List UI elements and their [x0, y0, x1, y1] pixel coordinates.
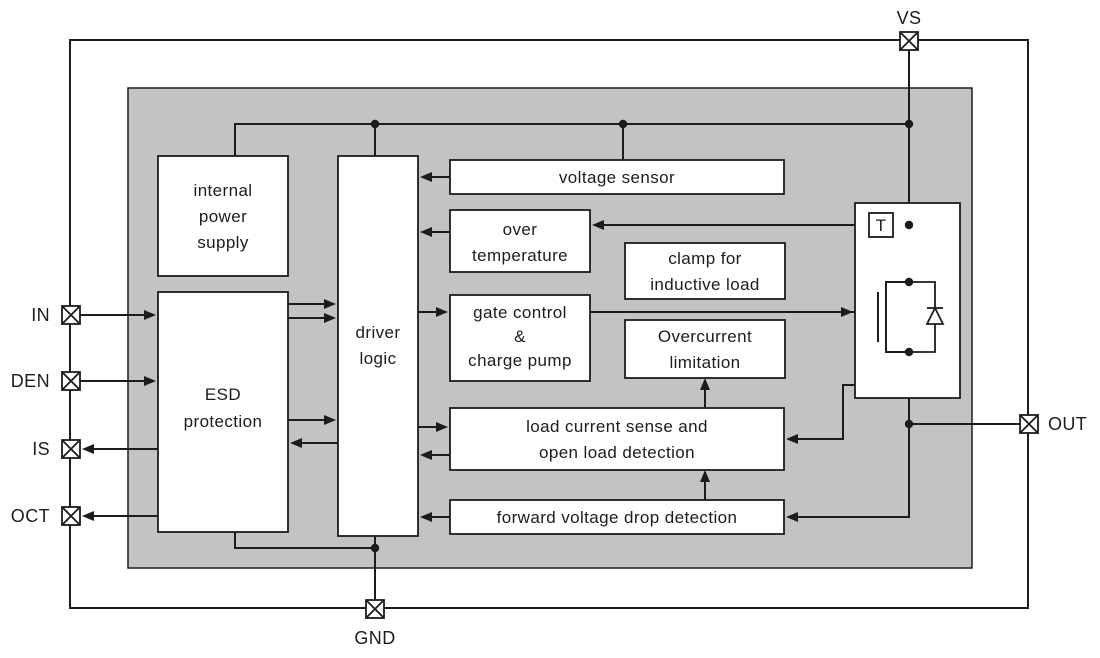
arrow-fvd-to-sense: [700, 470, 710, 482]
arrow-voltage-sensor-to-driver: [420, 172, 432, 182]
block-label: Overcurrent: [658, 327, 752, 346]
block-load-current-sense: load current sense and open load detecti…: [449, 407, 785, 471]
block-label: supply: [197, 233, 249, 252]
oct-pin-label: OCT: [11, 506, 50, 526]
block-label: internal: [194, 181, 253, 200]
pin-vs: VS: [897, 8, 922, 51]
block-label: inductive load: [650, 275, 760, 294]
arrow-driver-to-sense: [436, 422, 448, 432]
block-overcurrent-limitation: Overcurrent limitation: [624, 319, 786, 379]
is-pin-label: IS: [32, 439, 50, 459]
gnd-pin-icon: [365, 599, 385, 619]
arrow-fvd-to-driver: [420, 512, 432, 522]
block-gate-control-charge-pump: gate control & charge pump: [449, 294, 591, 382]
arrow-out-to-fvd: [786, 512, 798, 522]
pin-den: DEN: [11, 371, 81, 391]
arrow-gatecontrol-to-mosfet: [841, 307, 853, 317]
pin-is: IS: [32, 439, 81, 459]
arrow-sense-to-driver: [420, 450, 432, 460]
arrow-mosfet-to-sense: [786, 434, 798, 444]
arrow-esd-to-driver-3: [324, 415, 336, 425]
block-label: driver: [356, 323, 401, 342]
block-label: clamp for: [668, 249, 742, 268]
pin-oct: OCT: [11, 506, 81, 526]
block-driver-logic: driver logic: [337, 155, 419, 537]
pin-out: OUT: [1019, 414, 1087, 434]
den-pin-icon: [61, 371, 81, 391]
temp-sensor-box: T: [868, 212, 894, 238]
arrow-sense-to-overcurrent: [700, 378, 710, 390]
arrow-esd-to-driver-2: [324, 313, 336, 323]
block-label: protection: [184, 412, 263, 431]
in-pin-icon: [61, 305, 81, 325]
signal-arrows: [82, 172, 853, 522]
arrow-esd-to-driver-1: [324, 299, 336, 309]
den-pin-label: DEN: [11, 371, 50, 391]
arrow-esd-to-is: [82, 444, 94, 454]
block-label: ESD: [205, 385, 241, 404]
arrow-den-to-esd: [144, 376, 156, 386]
block-label: temperature: [472, 246, 568, 265]
oct-pin-icon: [61, 506, 81, 526]
out-pin-label: OUT: [1048, 414, 1087, 434]
is-pin-icon: [61, 439, 81, 459]
arrow-driver-to-esd: [290, 438, 302, 448]
block-forward-voltage-drop: forward voltage drop detection: [449, 499, 785, 535]
block-label: over: [503, 220, 538, 239]
block-label: forward voltage drop detection: [497, 508, 738, 527]
arrow-esd-to-oct: [82, 511, 94, 521]
block-label: load current sense and: [526, 417, 708, 436]
gnd-pin-label: GND: [354, 628, 395, 648]
block-label: &: [514, 327, 526, 346]
block-internal-power-supply: internal power supply: [157, 155, 289, 277]
block-label: voltage sensor: [559, 168, 675, 187]
in-pin-label: IN: [31, 305, 50, 325]
block-clamp-inductive-load: clamp for inductive load: [624, 242, 786, 300]
block-esd-protection: ESD protection: [157, 291, 289, 533]
vs-pin-label: VS: [897, 8, 922, 28]
vs-pin-icon: [899, 31, 919, 51]
block-label: limitation: [669, 353, 740, 372]
pin-in: IN: [31, 305, 81, 325]
arrow-temp-to-overtemperature: [592, 220, 604, 230]
pin-gnd: GND: [354, 599, 395, 648]
block-label: charge pump: [468, 351, 572, 370]
arrow-driver-to-gatecontrol: [436, 307, 448, 317]
temp-sensor-label: T: [876, 216, 887, 235]
mosfet-symbol-icon: [877, 281, 909, 353]
arrow-overtemp-to-driver: [420, 227, 432, 237]
block-over-temperature: over temperature: [449, 209, 591, 273]
body-diode-icon: [909, 281, 945, 353]
block-label: power: [199, 207, 247, 226]
power-mosfet: T: [854, 202, 961, 399]
arrow-in-to-esd: [144, 310, 156, 320]
block-label: open load detection: [539, 443, 695, 462]
block-voltage-sensor: voltage sensor: [449, 159, 785, 195]
junction-dots: [370, 119, 914, 553]
block-label: gate control: [473, 303, 567, 322]
out-pin-icon: [1019, 414, 1039, 434]
block-label: logic: [360, 349, 397, 368]
